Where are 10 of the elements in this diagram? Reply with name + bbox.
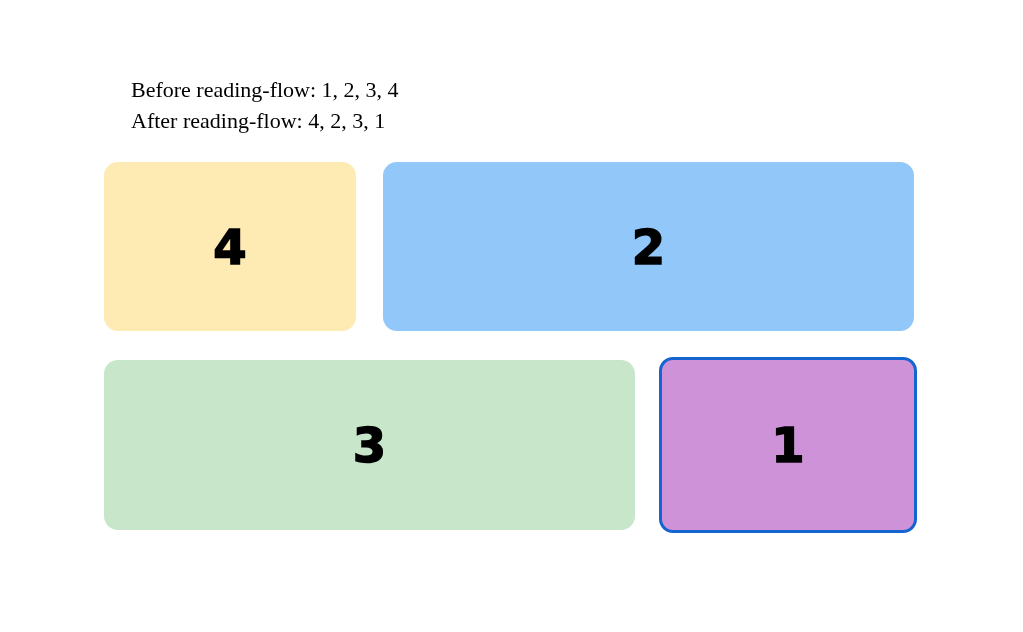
- grid-item-box: [104, 162, 356, 331]
- item-number: 3: [352, 417, 387, 473]
- item-number: 2: [631, 218, 666, 275]
- item-number: 1: [771, 417, 805, 473]
- note-text: After reading-flow: 4, 2, 3, 1: [131, 107, 387, 135]
- grid-item-box: [383, 162, 914, 331]
- item-number: 4: [213, 218, 247, 275]
- grid-item-box: [659, 357, 917, 533]
- note-text: Before reading-flow: 1, 2, 3, 4: [131, 76, 399, 104]
- grid-item-box: [104, 360, 635, 530]
